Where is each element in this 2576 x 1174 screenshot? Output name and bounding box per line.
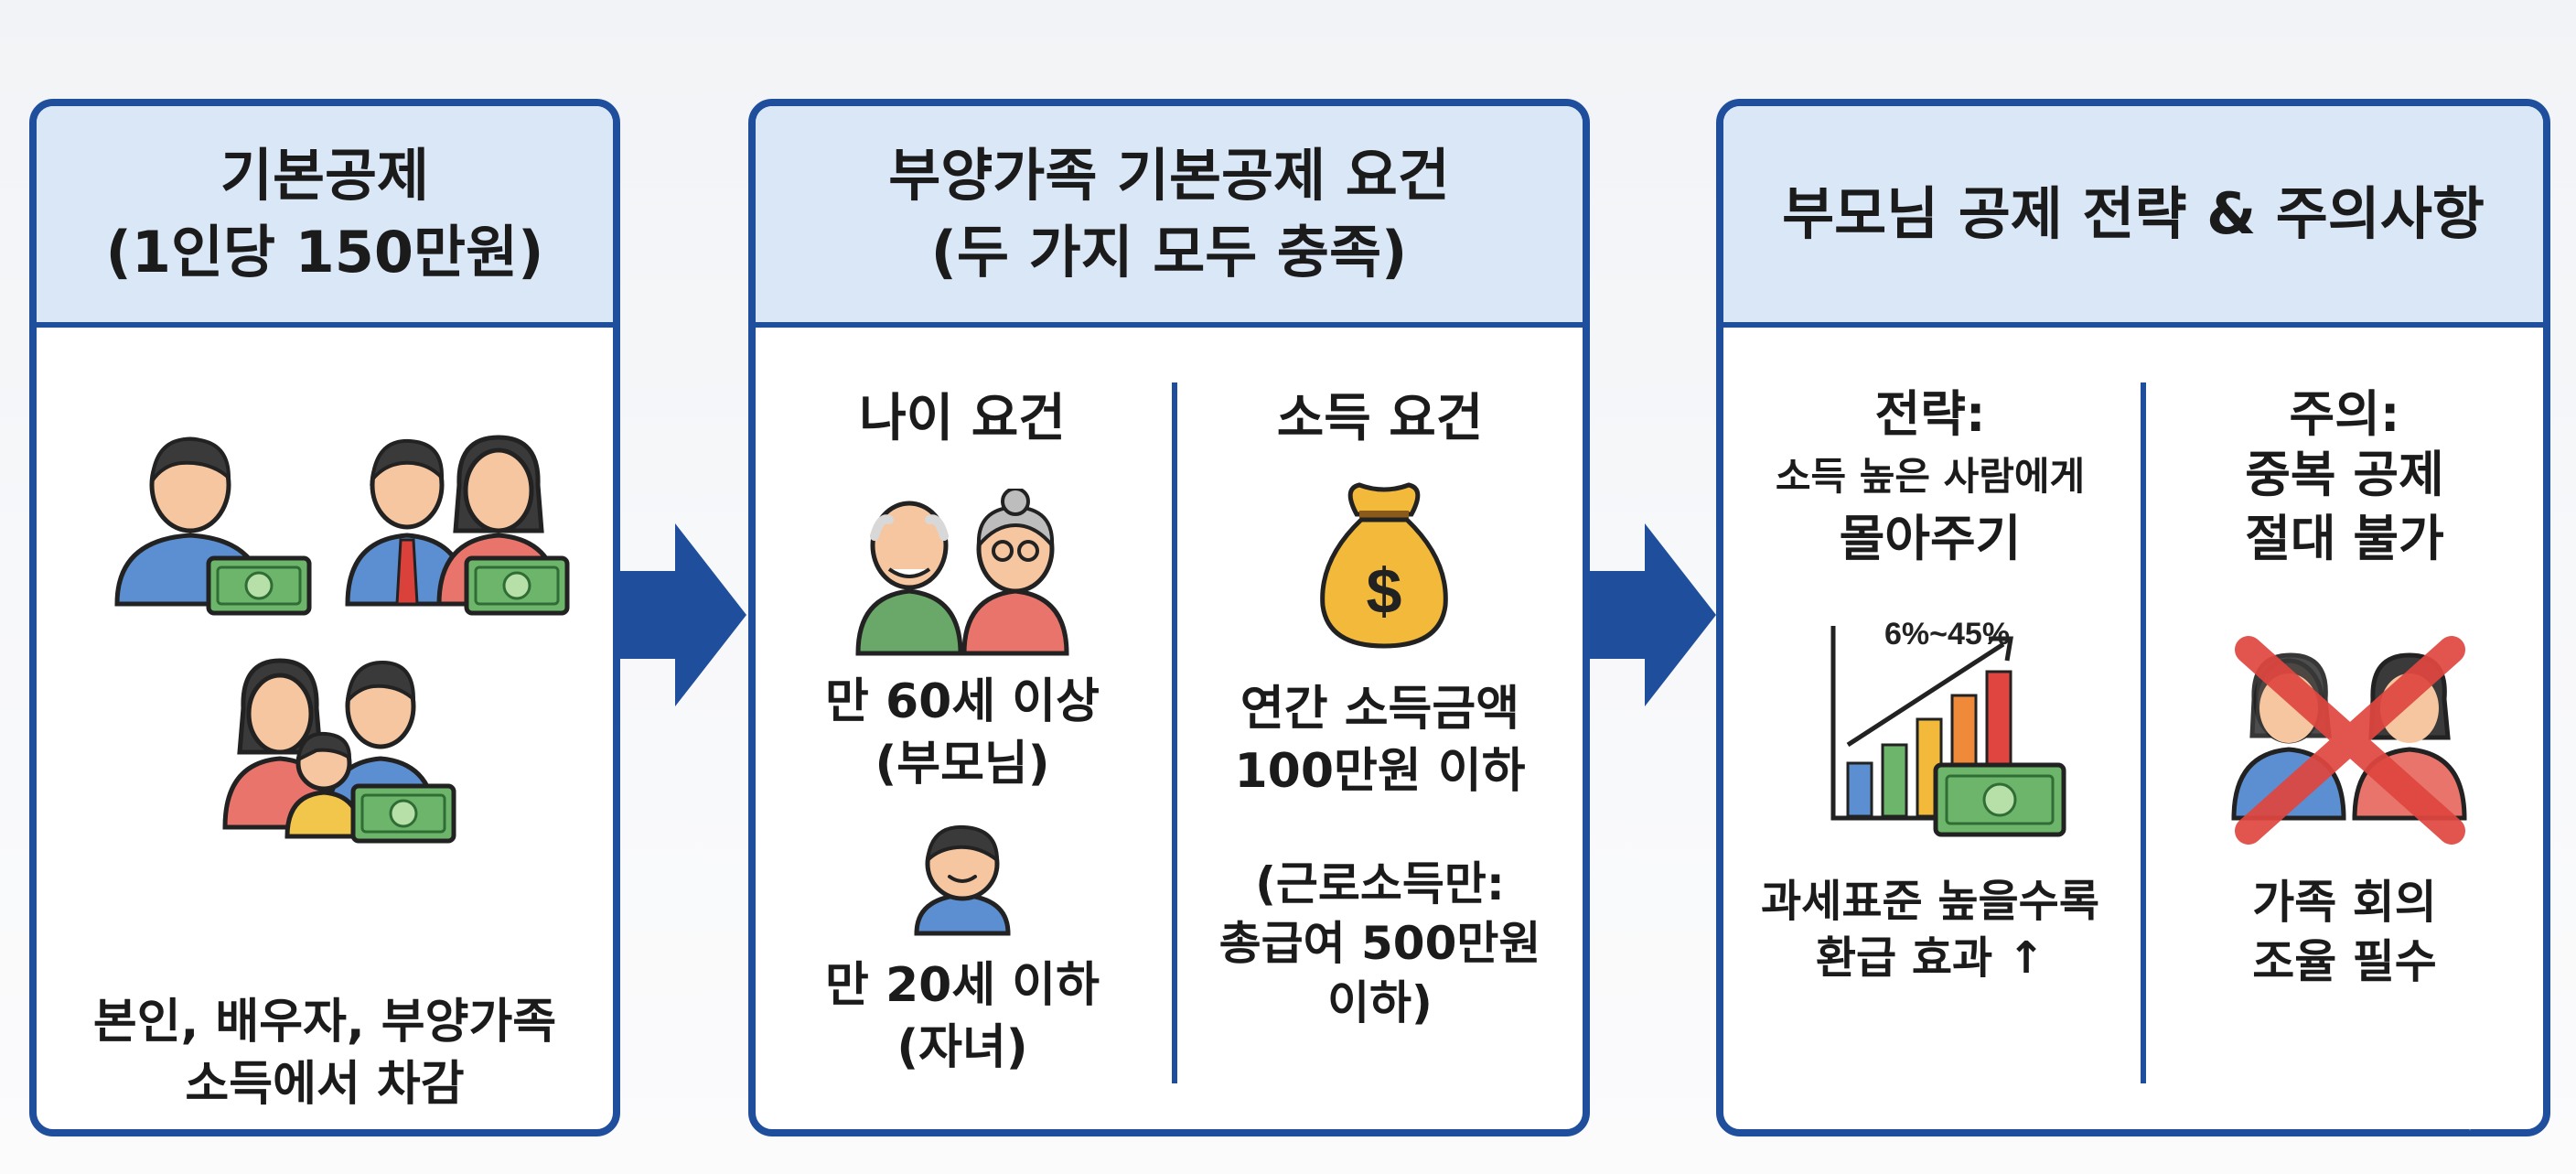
- panel-subtitle: (1인당 150만원): [105, 219, 544, 285]
- basic-deduction-panel: 기본공제 (1인당 150만원): [29, 99, 620, 1136]
- money-icon: [350, 783, 456, 844]
- panel-body: 나이 요건 만 60세 이상 (부모님) 만 20세 이하 (자녀): [756, 333, 1583, 1129]
- panel-title: 부모님 공제 전략 & 주의사항: [1782, 180, 2485, 248]
- crossed-couple-icon: [2231, 636, 2467, 845]
- panel-header: 부양가족 기본공제 요건 (두 가지 모두 충족): [756, 106, 1583, 328]
- panel-subtitle: (두 가지 모두 충족): [930, 219, 1408, 285]
- person-icon: [114, 436, 312, 616]
- strategy-heading: 전략:: [1874, 385, 1986, 443]
- rate-range-label: 6%~45%: [1884, 617, 2010, 652]
- age-child-label: 만 20세 이하 (자녀): [825, 958, 1100, 1075]
- money-icon: [1933, 762, 2066, 837]
- panel-body: 본인, 배우자, 부양가족 소득에서 차감: [37, 333, 613, 1129]
- family-icon: [222, 658, 456, 844]
- panel-caption: 본인, 배우자, 부양가족 소득에서 차감: [92, 995, 557, 1112]
- panel-body: 전략: 소득 높은 사람에게 몰아주기 6%~45% 과세표준 높을수록 환급 …: [1723, 333, 2543, 1129]
- dependent-requirements-panel: 부양가족 기본공제 요건 (두 가지 모두 충족) 나이 요건 만 60세 이상…: [748, 99, 1590, 1136]
- caution-caption: 가족 회의 조율 필수: [2252, 876, 2437, 988]
- age-requirement-heading: 나이 요건: [859, 389, 1066, 448]
- caution-heading: 주의:: [2289, 385, 2400, 443]
- strategy-main: 몰아주기: [1839, 510, 2022, 567]
- money-icon: [464, 555, 570, 616]
- income-requirement-heading: 소득 요건: [1276, 389, 1484, 448]
- money-bag-icon: $: [1320, 482, 1448, 649]
- age-parents-label: 만 60세 이상 (부모님): [825, 674, 1100, 792]
- column-divider: [1172, 382, 1177, 1083]
- flow-arrow-icon: [1588, 523, 1716, 706]
- strategy-subtext: 소득 높은 사람에게: [1775, 454, 2086, 499]
- strategy-caption: 과세표준 높을수록 환급 효과 ↑: [1761, 876, 2099, 985]
- panel-title: 기본공제: [220, 142, 430, 210]
- income-note: (근로소득만: 총급여 500만원 이하): [1218, 857, 1541, 1029]
- flow-arrow-icon: [618, 523, 746, 706]
- income-limit-label: 연간 소득금액 100만원 이하: [1234, 682, 1526, 799]
- panel-title: 부양가족 기본공제 요건: [888, 142, 1450, 210]
- child-icon: [914, 824, 1011, 936]
- panel-header: 기본공제 (1인당 150만원): [37, 106, 613, 328]
- elderly-couple-icon: [855, 489, 1069, 656]
- svg-text:$: $: [1367, 555, 1402, 627]
- bar-chart-icon: 6%~45%: [1830, 617, 2066, 837]
- money-icon: [206, 555, 312, 616]
- sparkle-icon: [2426, 1043, 2514, 1131]
- column-divider: [2141, 382, 2146, 1083]
- couple-icon: [345, 435, 570, 616]
- caution-text: 중복 공제 절대 불가: [2245, 446, 2444, 568]
- panel-header: 부모님 공제 전략 & 주의사항: [1723, 106, 2543, 328]
- parent-strategy-panel: 부모님 공제 전략 & 주의사항 전략: 소득 높은 사람에게 몰아주기 6%~…: [1716, 99, 2550, 1136]
